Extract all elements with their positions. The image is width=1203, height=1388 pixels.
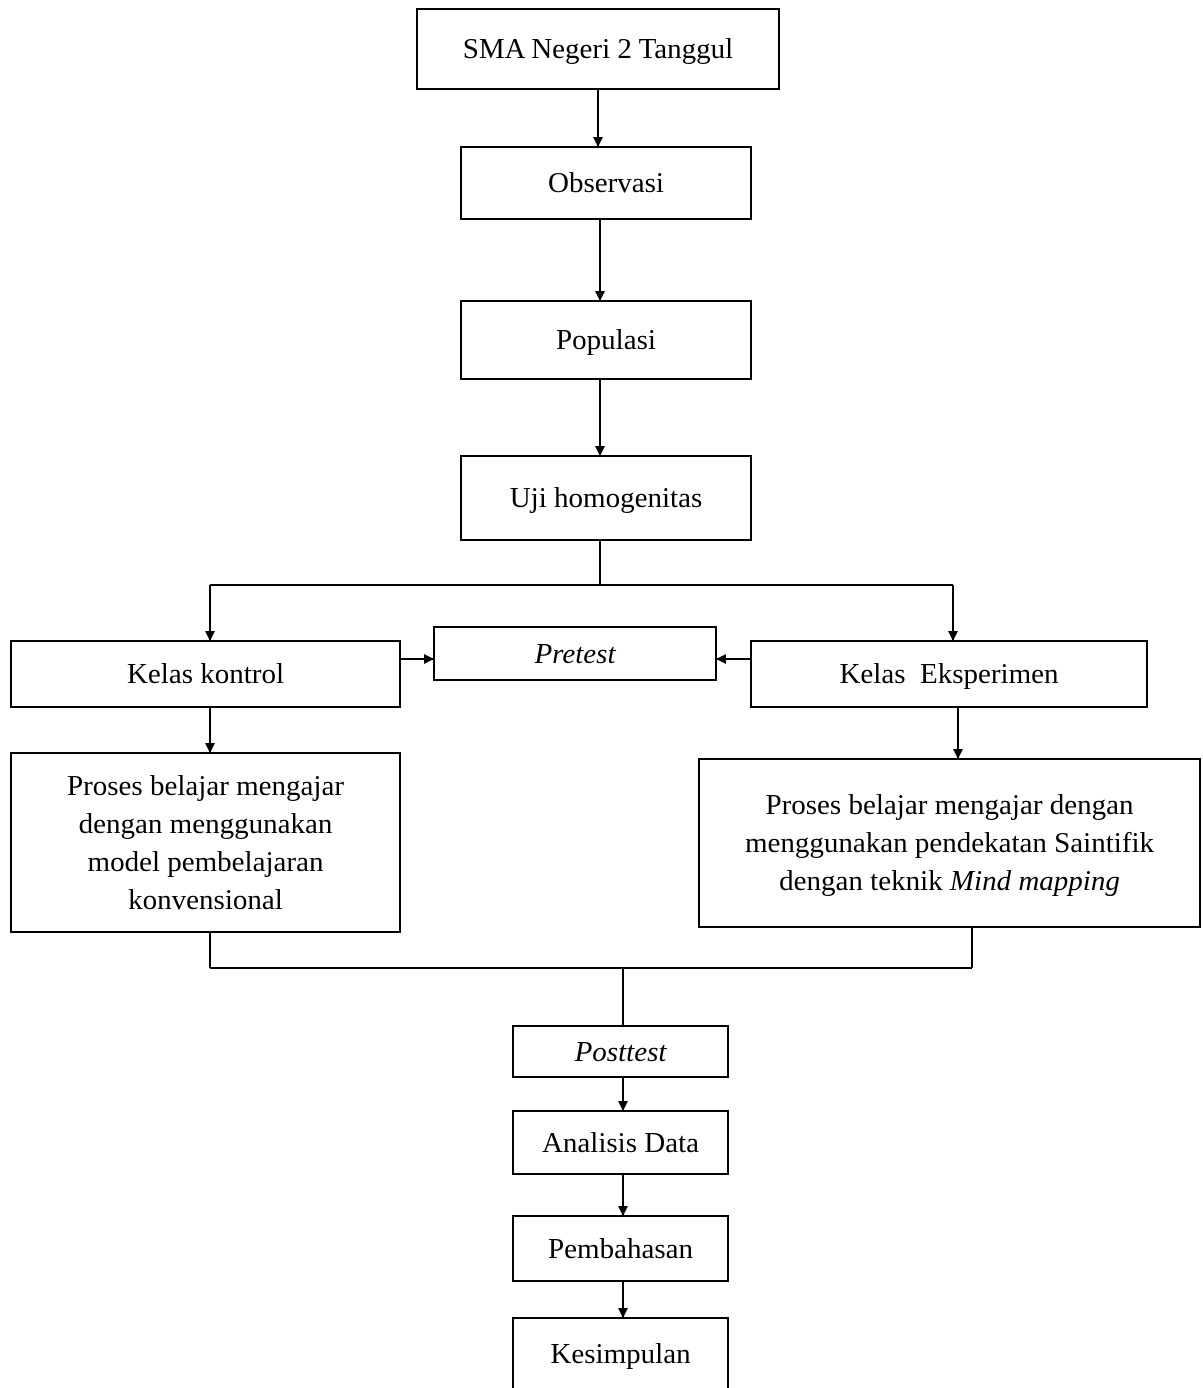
node-pembahasan: Pembahasan [512, 1215, 729, 1282]
node-posttest: Posttest [512, 1025, 729, 1078]
pbm-eksperimen-line3: dengan teknik Mind mapping [779, 865, 1120, 897]
node-kelas-kontrol: Kelas kontrol [10, 640, 401, 708]
node-observasi: Observasi [460, 146, 752, 220]
node-kesimpulan: Kesimpulan [512, 1317, 729, 1388]
node-pretest: Pretest [433, 626, 717, 681]
node-proses-kontrol: Proses belajar mengajar dengan menggunak… [10, 752, 401, 933]
node-sma-negeri-2-tanggul: SMA Negeri 2 Tanggul [416, 8, 780, 90]
node-populasi: Populasi [460, 300, 752, 380]
node-analisis-data: Analisis Data [512, 1110, 729, 1175]
node-uji-homogenitas: Uji homogenitas [460, 455, 752, 541]
node-proses-eksperimen: Proses belajar mengajar dengan menggunak… [698, 758, 1201, 928]
node-kelas-eksperimen: Kelas Eksperimen [750, 640, 1148, 708]
